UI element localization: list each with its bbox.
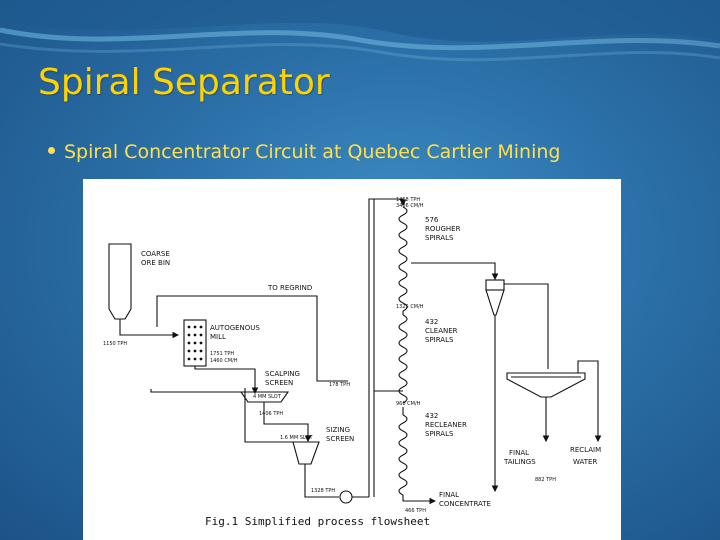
conc-tph-label: 466 TPH: [405, 508, 426, 514]
pump-tph-label: 1328 TPH: [311, 488, 335, 494]
scalping-label-1: SCALPING: [265, 370, 300, 378]
recleaner-spirals-coil: [398, 414, 408, 496]
pump-riser-line: [368, 198, 407, 497]
reclaim-label-1: RECLAIM: [570, 446, 601, 454]
sizing-screen: [292, 441, 320, 465]
autogenous-mill: [183, 319, 207, 367]
regrind-return-line: [156, 295, 348, 382]
mid-cmh-label: 960 CM/H: [396, 401, 421, 407]
cleaner-label-2: CLEANER: [425, 327, 458, 335]
reclaim-label-2: WATER: [573, 458, 597, 466]
top-cmh-label: 3486 CM/H: [396, 203, 424, 209]
coarse-ore-bin-label-1: COARSE: [141, 250, 170, 258]
slide-title: Spiral Separator: [38, 62, 330, 103]
feed-conveyor-line: [119, 329, 180, 339]
scalping-label-2: SCREEN: [265, 379, 293, 387]
feed-tph-label: 1150 TPH: [103, 341, 127, 347]
slot-4mm-label: 4 MM SLOT: [253, 394, 282, 400]
process-flowsheet-figure: COARSE ORE BIN 1150 TPH TO REGRIND AUTOG…: [83, 179, 621, 540]
sizing-label-1: SIZING: [326, 426, 350, 434]
cleaner-feed-label: 1325 CM/H: [396, 304, 424, 310]
tailings-tph-label: 882 TPH: [535, 477, 556, 483]
reclaim-water-line: [577, 360, 602, 443]
final-conc-label-1: FINAL: [439, 491, 459, 499]
rougher-label-3: SPIRALS: [425, 234, 454, 242]
mill-tph-label: 1751 TPH: [210, 351, 234, 357]
recleaner-label-2: RECLEANER: [425, 421, 467, 429]
cleaner-spirals-coil: [398, 314, 408, 404]
final-tailings-label-1: FINAL: [509, 449, 529, 457]
rougher-tailings-line: [411, 262, 499, 281]
slot-1-6mm-label: 1.6 MM SLOT: [280, 435, 313, 441]
autogenous-label-2: MILL: [210, 333, 226, 341]
coarse-ore-bin: [108, 243, 132, 329]
figure-caption: Fig.1 Simplified process flowsheet: [205, 515, 430, 528]
coarse-ore-bin-label-2: ORE BIN: [141, 259, 170, 267]
bullet-text: Spiral Concentrator Circuit at Quebec Ca…: [64, 141, 561, 163]
decorative-wave-band: [0, 0, 720, 62]
rougher-spirals-coil: [398, 206, 408, 312]
bullet-dot-icon: [48, 147, 55, 154]
final-concentrate-line: [402, 495, 413, 502]
cleaner-label-1: 432: [425, 318, 438, 326]
scalp-under-tph-label: 1406 TPH: [259, 411, 283, 417]
sizing-undersize-line: [304, 464, 339, 498]
scalping-screen: [239, 391, 290, 403]
return-tph-label: 178 TPH: [329, 382, 350, 388]
pump-icon: [339, 490, 369, 504]
scalp-undersize-line: [263, 402, 312, 443]
final-conc-label-2: CONCENTRATE: [439, 500, 491, 508]
top-tph-label: 1468 TPH: [396, 197, 420, 203]
thickener: [506, 372, 586, 398]
recleaner-label-3: SPIRALS: [425, 430, 454, 438]
scalping-oversize-line: [150, 389, 241, 393]
sizing-label-2: SCREEN: [326, 435, 354, 443]
mill-cmh-label: 1460 CM/H: [210, 358, 238, 364]
hydrocyclone: [485, 279, 505, 316]
sizing-oversize-line: [244, 388, 293, 443]
spiral-column: [373, 199, 437, 505]
flowsheet-diagram: COARSE ORE BIN 1150 TPH TO REGRIND AUTOG…: [103, 197, 602, 528]
cyclone-overflow-line: [504, 283, 549, 369]
bullet-item: Spiral Concentrator Circuit at Quebec Ca…: [48, 141, 560, 163]
rougher-label-2: ROUGHER: [425, 225, 461, 233]
autogenous-label-1: AUTOGENOUS: [210, 324, 260, 332]
final-tailings-label-2: TAILINGS: [503, 458, 536, 466]
mill-discharge-line: [194, 366, 259, 395]
recleaner-label-1: 432: [425, 412, 438, 420]
rougher-label-1: 576: [425, 216, 439, 224]
to-regrind-label: TO REGRIND: [267, 284, 312, 292]
cleaner-label-3: SPIRALS: [425, 336, 454, 344]
